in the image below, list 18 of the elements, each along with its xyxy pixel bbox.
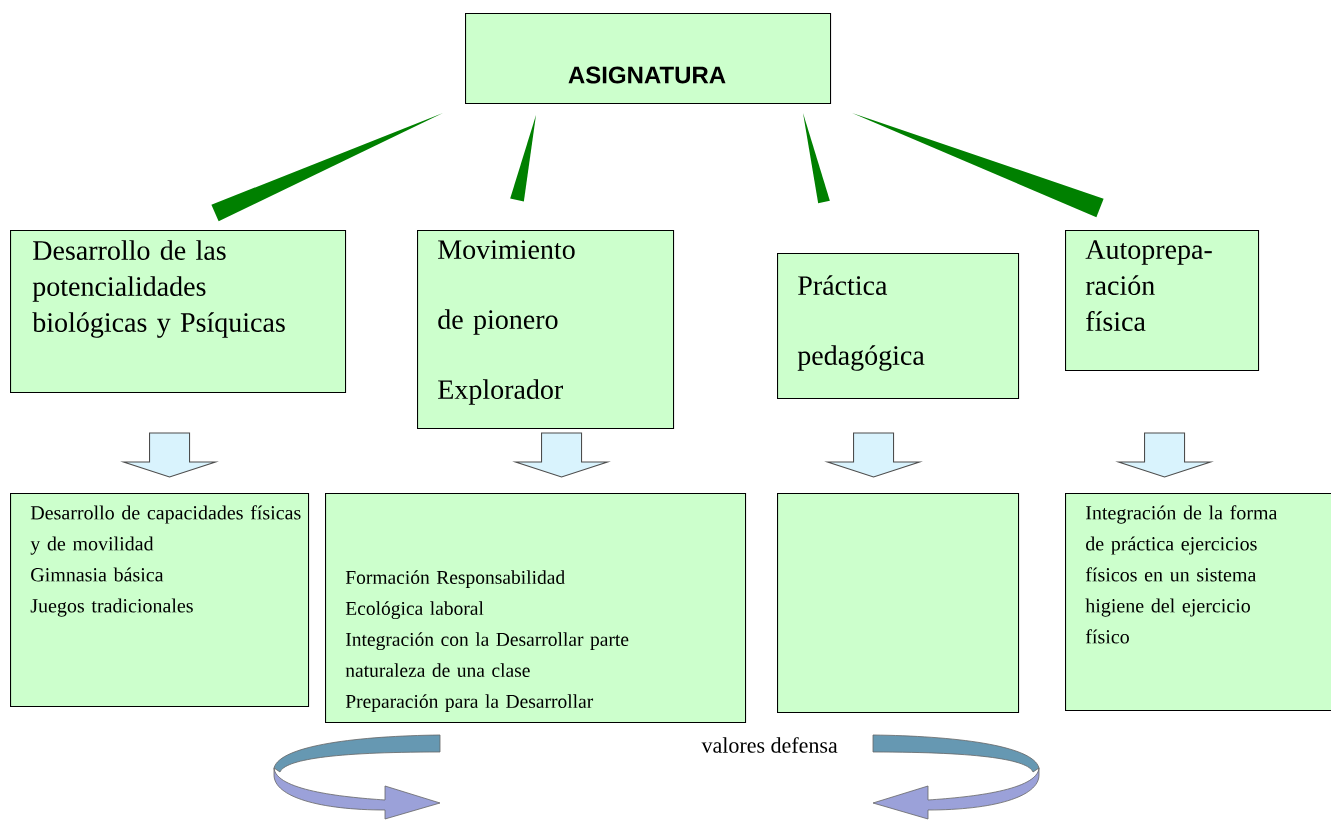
block-arrow xyxy=(1115,432,1214,478)
wedge-connector xyxy=(803,113,830,204)
process-box: Movimiento de pionero Explorador xyxy=(417,230,675,430)
process-box xyxy=(777,493,1020,714)
process-box: Desarrollo de capacidades físicas y de movilidad Gimnasia básica Juegos tradicionales xyxy=(10,493,310,708)
block-arrow xyxy=(824,432,923,478)
process-box: Práctica pedagógica xyxy=(777,253,1020,400)
wedge-connector xyxy=(510,115,536,202)
process-box: Formación Responsabilidad Ecológica laboral Integración con la Desarrollar parte naturaleza de una clase Preparación para la Desarrollar xyxy=(325,493,747,724)
note-text: valores defensa xyxy=(701,737,838,753)
process-box: Integración de la forma de práctica ejercicios físicos en un sistema higiene del ejercicio físico xyxy=(1065,493,1331,712)
process-box: ASIGNATURA xyxy=(465,13,832,105)
wedge-connector xyxy=(211,113,443,222)
process-box: Desarrollo de las potencialidades biológicas y Psíquicas xyxy=(10,230,347,394)
process-box: Autoprepa- ración física xyxy=(1065,230,1260,372)
block-arrow xyxy=(120,432,219,478)
block-arrow xyxy=(512,432,611,478)
wedge-connector xyxy=(852,113,1104,218)
